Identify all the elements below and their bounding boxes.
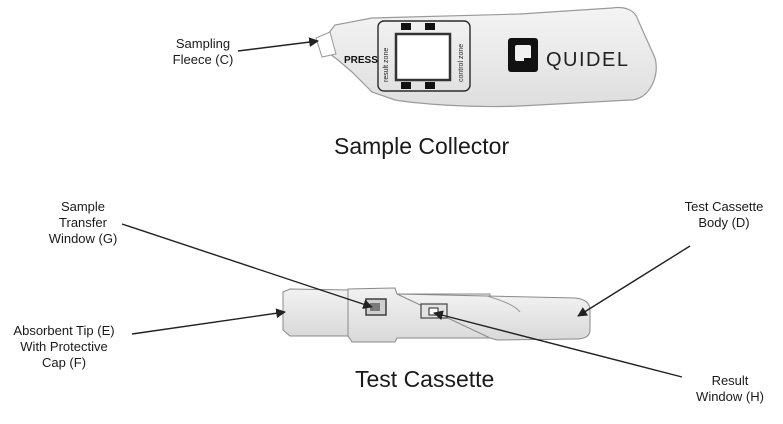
label-line: Sample	[60, 199, 106, 214]
arrow-body	[577, 245, 691, 317]
label-line: Body (D)	[698, 215, 750, 230]
collector-window	[394, 32, 452, 82]
label-absorbent-tip: Absorbent Tip (E) With Protective Cap (F…	[2, 323, 126, 371]
sample-transfer-window-inner	[370, 303, 380, 311]
arrow-transfer	[121, 223, 373, 309]
arrow-fleece	[237, 37, 319, 52]
label-line: Sampling	[175, 36, 231, 51]
test-cassette	[282, 287, 591, 343]
control-mark-top-2	[425, 23, 435, 30]
control-mark-top	[401, 23, 411, 30]
label-line: Transfer	[59, 215, 107, 230]
label-line: Window (G)	[48, 231, 118, 246]
cassette-title: Test Cassette	[355, 366, 495, 392]
control-mark-bottom-2	[425, 82, 435, 89]
arrow-tip	[131, 308, 286, 335]
cassette-body-step	[486, 295, 521, 313]
collector-press-text: PRESS	[344, 55, 378, 66]
label-sample-transfer-window: Sample Transfer Window (G)	[38, 199, 128, 247]
label-line: With Protective	[20, 339, 108, 354]
quidel-logo-icon	[508, 38, 538, 72]
control-mark-bottom	[401, 82, 411, 89]
label-line: Test Cassette	[684, 199, 764, 214]
arrow-result	[433, 310, 683, 378]
label-line: Fleece (C)	[172, 52, 234, 67]
sample-collector: PRESS result zone control zone QUIDEL	[315, 6, 657, 108]
collector-tip	[315, 31, 337, 58]
collector-body	[327, 6, 657, 108]
label-line: Cap (F)	[41, 355, 87, 370]
collector-result-zone: result zone	[383, 48, 390, 82]
collector-control-zone: control zone	[458, 44, 465, 82]
collector-window-frame	[377, 20, 471, 92]
label-test-cassette-body: Test Cassette Body (D)	[672, 199, 776, 231]
collector-brand: QUIDEL	[546, 49, 629, 71]
label-sampling-fleece: Sampling Fleece (C)	[166, 36, 240, 68]
label-result-window: Result Window (H)	[688, 373, 772, 405]
label-line: Result	[711, 373, 749, 388]
collector-title: Sample Collector	[334, 133, 510, 159]
label-line: Window (H)	[696, 389, 764, 404]
label-line: Absorbent Tip (E)	[13, 323, 115, 338]
